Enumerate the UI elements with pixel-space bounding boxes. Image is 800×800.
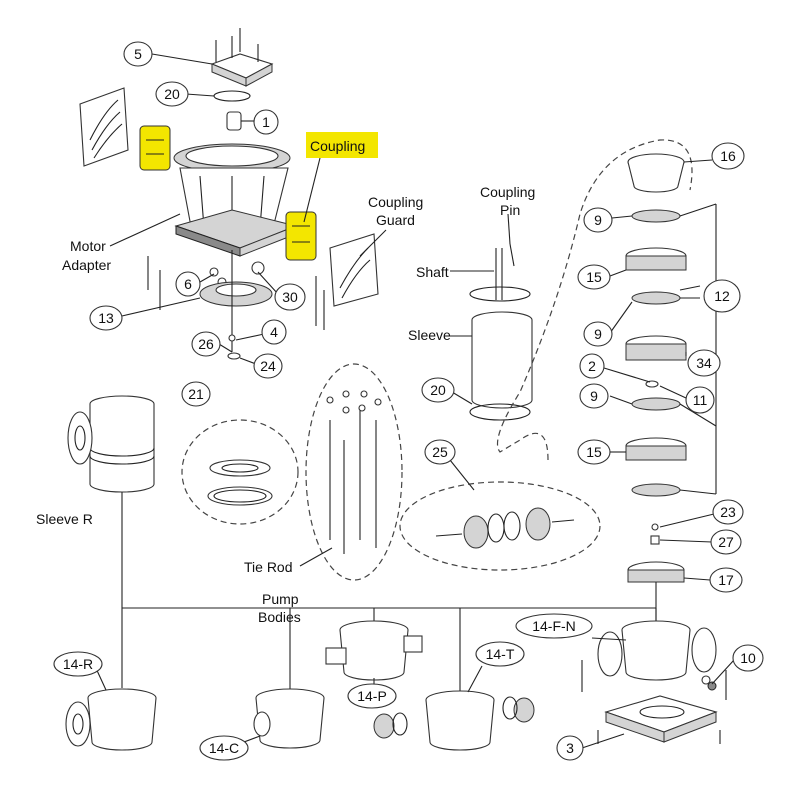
callout-17: 17 <box>718 572 734 588</box>
callout-1: 1 <box>262 114 270 130</box>
callout-6-circle <box>175 271 201 297</box>
callout-9b-circle <box>583 321 613 347</box>
pump-body-14t <box>373 690 535 751</box>
callout-15a: 15 <box>586 269 602 285</box>
pump-body-14c <box>253 688 325 749</box>
callout-14t: 14-T <box>486 646 515 662</box>
callout-9a: 9 <box>594 212 602 228</box>
callout-15a-circle <box>577 264 611 290</box>
pump-body-14fn <box>597 620 717 691</box>
callout-12-circle <box>703 279 741 313</box>
callout-20b-circle <box>421 377 455 403</box>
callout-20a-circle <box>155 81 189 107</box>
callout-21-circle <box>181 381 211 407</box>
callout-3: 3 <box>566 740 574 756</box>
callout-12: 12 <box>714 288 730 304</box>
shaft-sleeve-assembly <box>450 213 533 421</box>
sleeve-r-assembly <box>67 395 155 688</box>
callout-14fn: 14-F-N <box>532 618 576 634</box>
pump-body-14p <box>325 620 423 681</box>
callout-24: 24 <box>260 358 276 374</box>
callout-14p: 14-P <box>357 688 387 704</box>
callouts: 5 20 1 6 30 13 4 26 24 16 9 15 12 9 2 34 <box>53 41 764 761</box>
callout-16-circle <box>711 142 745 170</box>
pump-body-14r <box>65 688 157 751</box>
callout-15b: 15 <box>586 444 602 460</box>
callout-14r: 14-R <box>63 656 93 672</box>
base-plate-3 <box>581 660 727 749</box>
callout-20b: 20 <box>430 382 446 398</box>
gasket-set-21 <box>181 419 299 525</box>
coupling-label-highlight <box>306 132 378 158</box>
callout-3-circle <box>556 735 584 761</box>
label-motor-adapter-2: Adapter <box>62 257 111 273</box>
callout-5: 5 <box>134 46 142 62</box>
callout-10: 10 <box>740 650 756 666</box>
callout-2: 2 <box>588 358 596 374</box>
callout-4: 4 <box>270 324 278 340</box>
callout-20a: 20 <box>164 86 180 102</box>
callout-21: 21 <box>188 386 204 402</box>
label-coupling-guard-1: Coupling <box>368 194 423 210</box>
callout-25: 25 <box>432 444 448 460</box>
callout-14r-circle <box>53 651 103 677</box>
label-pump-bodies-2: Bodies <box>258 609 301 625</box>
label-coupling-guard-2: Guard <box>376 212 415 228</box>
callout-16: 16 <box>720 148 736 164</box>
label-shaft: Shaft <box>416 264 449 280</box>
callout-26: 26 <box>198 336 214 352</box>
callout-23-circle <box>712 499 744 525</box>
callout-5-circle <box>123 41 153 67</box>
callout-25-circle <box>424 439 456 465</box>
callout-9c-circle <box>579 383 609 409</box>
callout-30: 30 <box>282 289 298 305</box>
label-coupling-pin-2: Pin <box>500 202 520 218</box>
callout-9c: 9 <box>590 388 598 404</box>
callout-9b: 9 <box>594 326 602 342</box>
callout-27-circle <box>710 529 742 555</box>
stage-stack <box>496 139 717 624</box>
motor-adapter-assembly <box>79 28 379 360</box>
label-sleeve: Sleeve <box>408 327 451 343</box>
callout-9a-circle <box>583 207 613 233</box>
callout-17-circle <box>709 567 743 593</box>
callout-15b-circle <box>577 439 611 465</box>
callout-34-circle <box>687 349 721 377</box>
callout-26-circle <box>191 331 221 357</box>
callout-11: 11 <box>693 392 708 408</box>
label-sleeve-r: Sleeve R <box>36 511 93 527</box>
label-coupling: Coupling <box>310 138 365 154</box>
tie-rods <box>299 363 403 581</box>
callout-27: 27 <box>718 534 734 550</box>
text-labels: Coupling Coupling Guard Coupling Pin Mot… <box>36 132 535 625</box>
callout-34: 34 <box>696 355 712 371</box>
callout-14t-circle <box>475 641 525 667</box>
leader-lines-top <box>109 53 387 365</box>
label-coupling-pin-1: Coupling <box>480 184 535 200</box>
label-tie-rod: Tie Rod <box>244 559 293 575</box>
callout-14c-circle <box>199 735 249 761</box>
label-pump-bodies-1: Pump <box>262 591 299 607</box>
callout-14p-circle <box>347 683 397 709</box>
callout-1-circle <box>253 109 279 135</box>
callout-13-circle <box>89 305 123 331</box>
callout-14c: 14-C <box>209 740 239 756</box>
callout-14fn-circle <box>515 613 593 639</box>
callout-11-circle <box>685 386 715 414</box>
callout-10-circle <box>732 644 764 672</box>
label-motor-adapter-1: Motor <box>70 238 106 254</box>
callout-30-circle <box>274 283 306 311</box>
callout-13: 13 <box>98 310 114 326</box>
callout-4-circle <box>261 319 287 345</box>
callout-24-circle <box>253 353 283 379</box>
seal-set-25 <box>399 459 601 571</box>
callout-23: 23 <box>720 504 736 520</box>
callout-6: 6 <box>184 276 192 292</box>
callout-2-circle <box>579 353 605 379</box>
